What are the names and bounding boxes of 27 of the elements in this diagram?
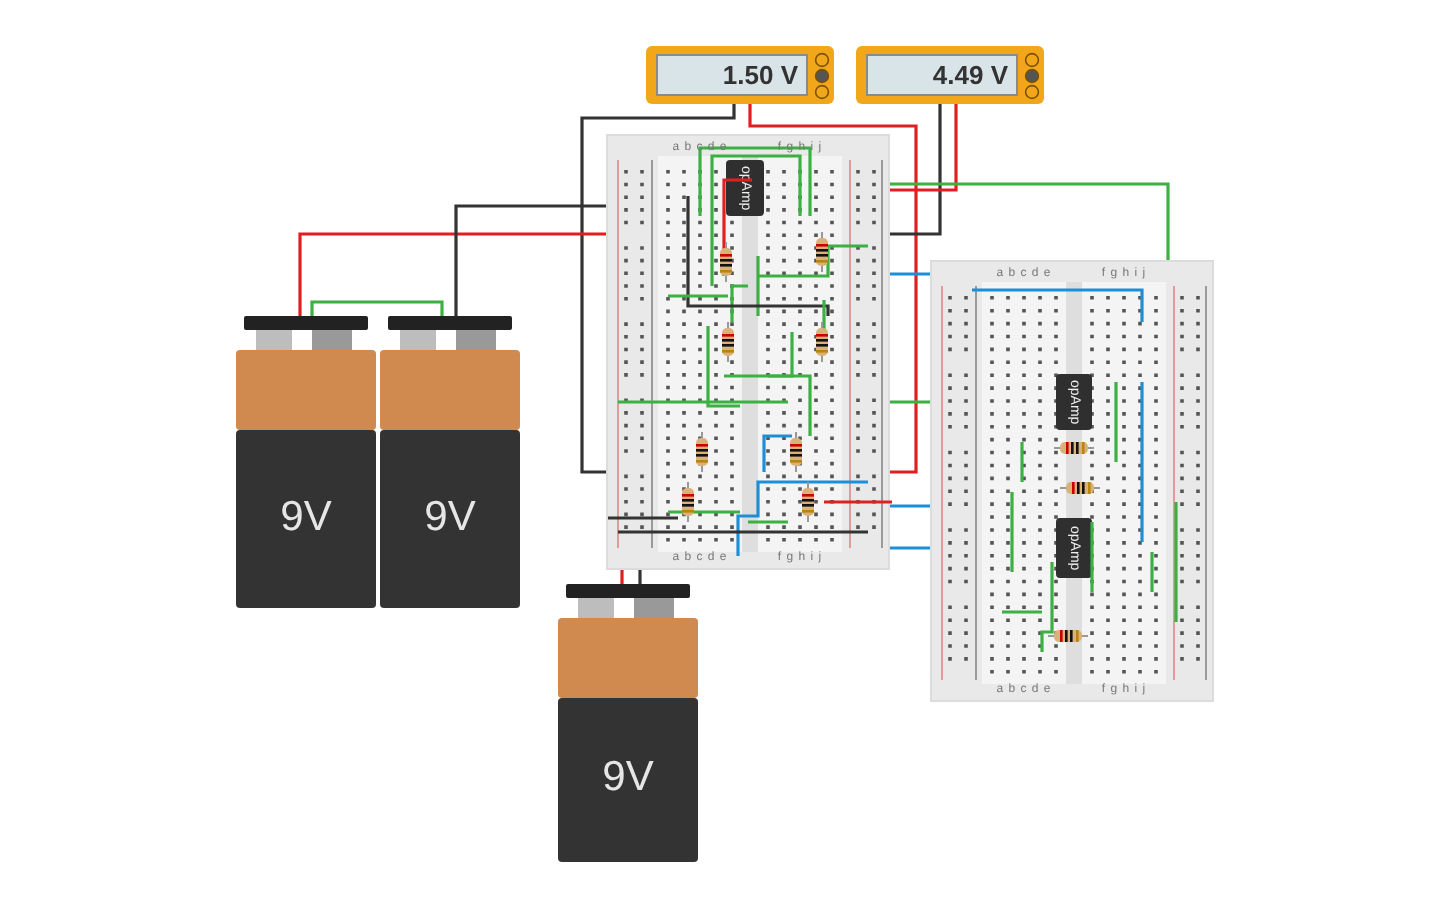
wire bbox=[890, 546, 930, 550]
battery-label: 9V bbox=[278, 493, 334, 541]
wire bbox=[298, 232, 606, 316]
wire bbox=[890, 104, 958, 192]
wire bbox=[890, 272, 930, 276]
wire bbox=[890, 182, 1170, 260]
battery-label: 9V bbox=[600, 754, 656, 802]
multimeter bbox=[646, 46, 834, 104]
wire bbox=[620, 570, 624, 584]
meter-display: 1.50 V bbox=[656, 54, 808, 96]
wire bbox=[890, 400, 930, 404]
wire bbox=[748, 104, 918, 474]
wire bbox=[454, 204, 606, 316]
ic-chip bbox=[726, 160, 764, 216]
multimeter bbox=[856, 46, 1044, 104]
wire bbox=[890, 504, 930, 508]
battery bbox=[558, 584, 698, 862]
wire bbox=[638, 570, 642, 584]
battery-label: 9V bbox=[422, 493, 478, 541]
wire bbox=[890, 104, 942, 236]
wire bbox=[310, 300, 444, 316]
ic-chip bbox=[1056, 374, 1092, 430]
ic-chip bbox=[1056, 518, 1092, 578]
wire bbox=[580, 104, 736, 474]
meter-display: 4.49 V bbox=[866, 54, 1018, 96]
battery bbox=[236, 316, 376, 608]
battery bbox=[380, 316, 520, 608]
